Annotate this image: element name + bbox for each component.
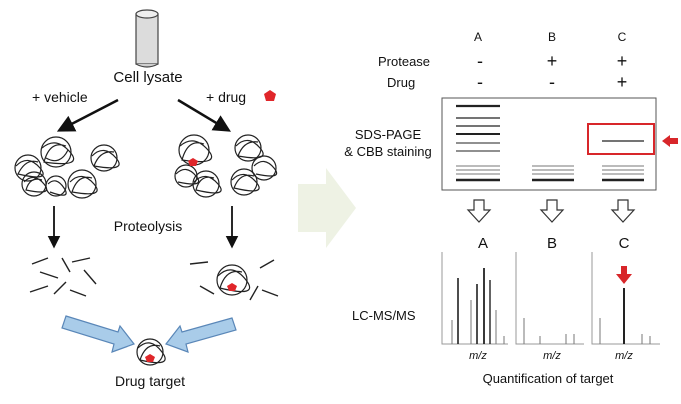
gel-lane-c	[602, 140, 644, 182]
gel-box	[441, 97, 657, 191]
protein-blob-icon	[14, 154, 44, 182]
protease-b: +	[546, 51, 558, 71]
protein-blob-icon	[45, 175, 67, 197]
mz-label-a: m/z	[469, 350, 487, 362]
quantification-label: Quantification of target	[482, 371, 614, 386]
gel-lane-a	[456, 104, 500, 182]
gel-lane-b	[532, 165, 574, 182]
drug-c: +	[616, 72, 628, 92]
protein-blob-icon	[251, 155, 278, 181]
drug-target-protein	[136, 338, 166, 366]
spectrum-title-b: B	[546, 235, 558, 252]
protein-blob-icon	[21, 171, 48, 197]
lysate-tube-icon	[135, 9, 159, 68]
peptide-fragments	[29, 257, 97, 297]
drug-b: -	[549, 72, 555, 92]
column-label-a: A	[473, 30, 483, 44]
protein-blob-icon	[90, 144, 120, 172]
target-peak-arrow-icon	[616, 266, 632, 284]
protease-a: -	[477, 51, 483, 71]
transition-arrow	[298, 168, 356, 248]
protease-c: +	[616, 51, 628, 71]
protein-blob-icon	[230, 168, 260, 196]
spectrum-b	[515, 252, 584, 345]
spectrum-c	[591, 252, 660, 345]
lysate-label: Cell lysate	[113, 69, 183, 86]
hollow-arrow-c-icon	[610, 199, 636, 223]
hollow-arrow-a-icon	[466, 199, 492, 223]
vehicle-label: + vehicle	[32, 89, 88, 105]
column-label-c: C	[617, 30, 627, 44]
protein-blob-icon	[192, 170, 222, 198]
target-band-highlight	[587, 123, 655, 155]
vehicle-arrow	[56, 98, 119, 132]
mz-label-c: m/z	[615, 350, 633, 362]
blue-arrow-left	[61, 315, 135, 353]
spectrum-title-a: A	[477, 235, 489, 252]
blue-arrow-right	[165, 317, 237, 353]
target-band-arrow-icon	[662, 135, 678, 147]
spectrum-title-c: C	[618, 235, 630, 252]
sds-label: SDS-PAGE	[354, 127, 422, 142]
drug-arrow	[177, 98, 232, 132]
protected-target	[189, 259, 279, 301]
drug-pentagon-icon	[264, 90, 276, 101]
bound-drug-icon	[227, 283, 237, 291]
drug-row-label: Drug	[387, 75, 416, 90]
protease-row-label: Protease	[378, 54, 431, 69]
proteolysis-label: Proteolysis	[113, 218, 183, 234]
drug-target-label: Drug target	[114, 373, 186, 389]
cbb-label: & CBB staining	[344, 144, 432, 159]
protein-blob-icon	[67, 169, 98, 199]
mz-label-b: m/z	[543, 350, 561, 362]
bound-drug-icon	[188, 158, 198, 166]
hollow-arrow-b-icon	[539, 199, 565, 223]
column-label-b: B	[547, 30, 557, 44]
drug-a: -	[477, 72, 483, 92]
bound-drug-icon	[145, 354, 155, 362]
lcms-label: LC-MS/MS	[352, 308, 416, 323]
vehicle-proteins	[14, 136, 120, 199]
protein-blob-icon	[40, 136, 75, 168]
drug-condition-label: + drug	[206, 89, 247, 105]
spectrum-a	[441, 252, 508, 345]
